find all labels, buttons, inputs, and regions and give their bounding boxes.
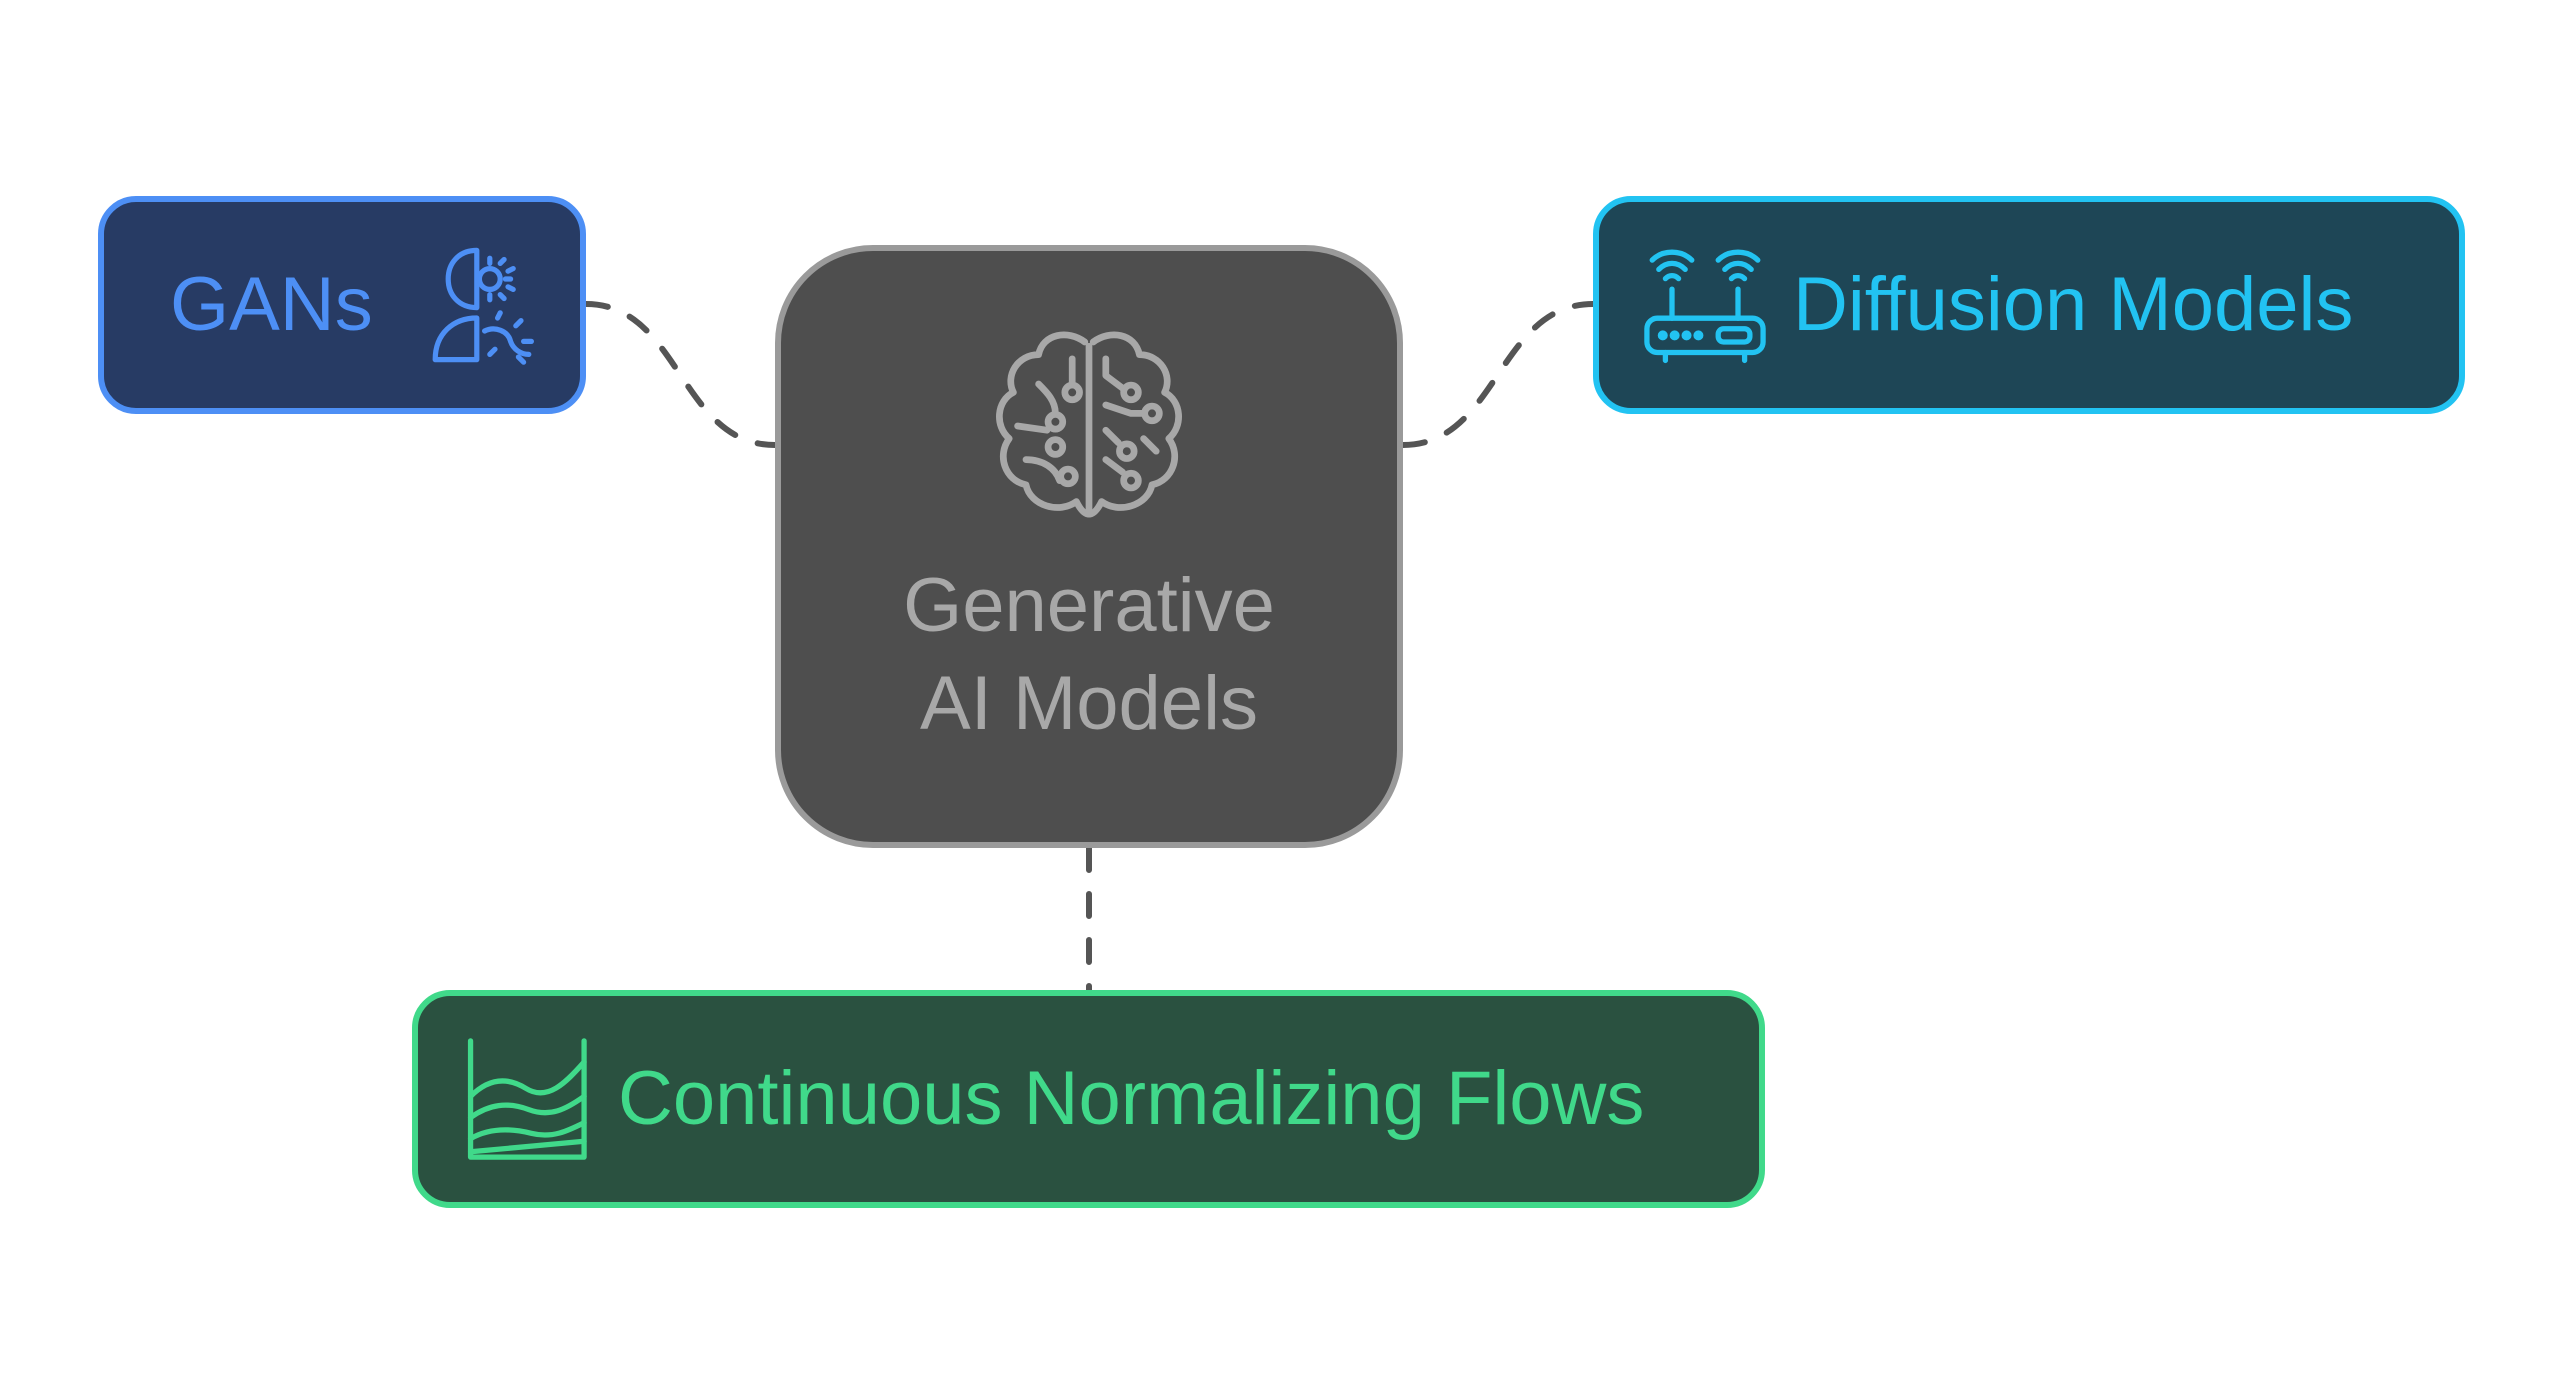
brain-circuit-icon [996, 331, 1182, 518]
person-gear-icon [432, 247, 534, 365]
cnf-label: Continuous Normalizing Flows [618, 1056, 1645, 1141]
flow-chart-icon [467, 1038, 587, 1160]
connector-gans [583, 301, 778, 448]
center-node-generative-ai-models[interactable]: Generative AI Models [775, 245, 1403, 848]
diffusion-label: Diffusion Models [1793, 262, 2354, 347]
center-label-line2: AI Models [920, 660, 1258, 746]
node-gans[interactable]: GANs [98, 196, 586, 414]
wifi-router-icon [1644, 249, 1766, 364]
node-diffusion-models[interactable]: Diffusion Models [1593, 196, 2465, 414]
center-node-label: Generative AI Models [903, 557, 1275, 752]
connector-diffusion [1400, 301, 1596, 448]
center-label-line1: Generative [903, 563, 1275, 649]
gans-label: GANs [170, 262, 373, 347]
node-continuous-normalizing-flows[interactable]: Continuous Normalizing Flows [412, 990, 1765, 1208]
